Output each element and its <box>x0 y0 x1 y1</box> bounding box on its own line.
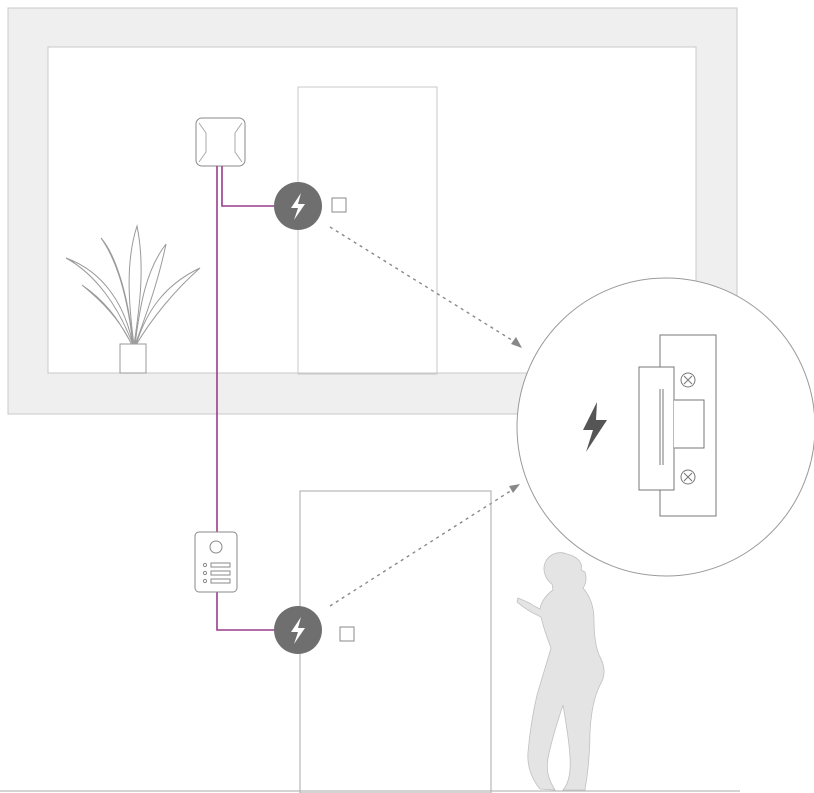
lower-button-square <box>339 626 355 642</box>
wiring <box>216 166 277 631</box>
lightning-bolt-icon <box>291 193 305 220</box>
lower-strike-badge <box>274 606 322 654</box>
entrance-door <box>299 490 492 793</box>
zoom-circle <box>516 277 814 577</box>
arrowheads <box>509 337 522 493</box>
upper-strike-badge <box>274 182 322 230</box>
plant-icon <box>65 224 201 374</box>
lightning-bolt-icon <box>583 402 607 452</box>
upper-button-square <box>331 197 347 213</box>
interior-door <box>297 86 438 375</box>
control-unit-icon <box>195 117 246 167</box>
person-silhouette-icon <box>516 552 605 791</box>
intercom-panel-icon <box>194 531 238 593</box>
door-strike-plate-icon <box>638 334 717 517</box>
dotted-arrows <box>329 226 516 607</box>
lightning-bolt-icon <box>291 617 305 644</box>
